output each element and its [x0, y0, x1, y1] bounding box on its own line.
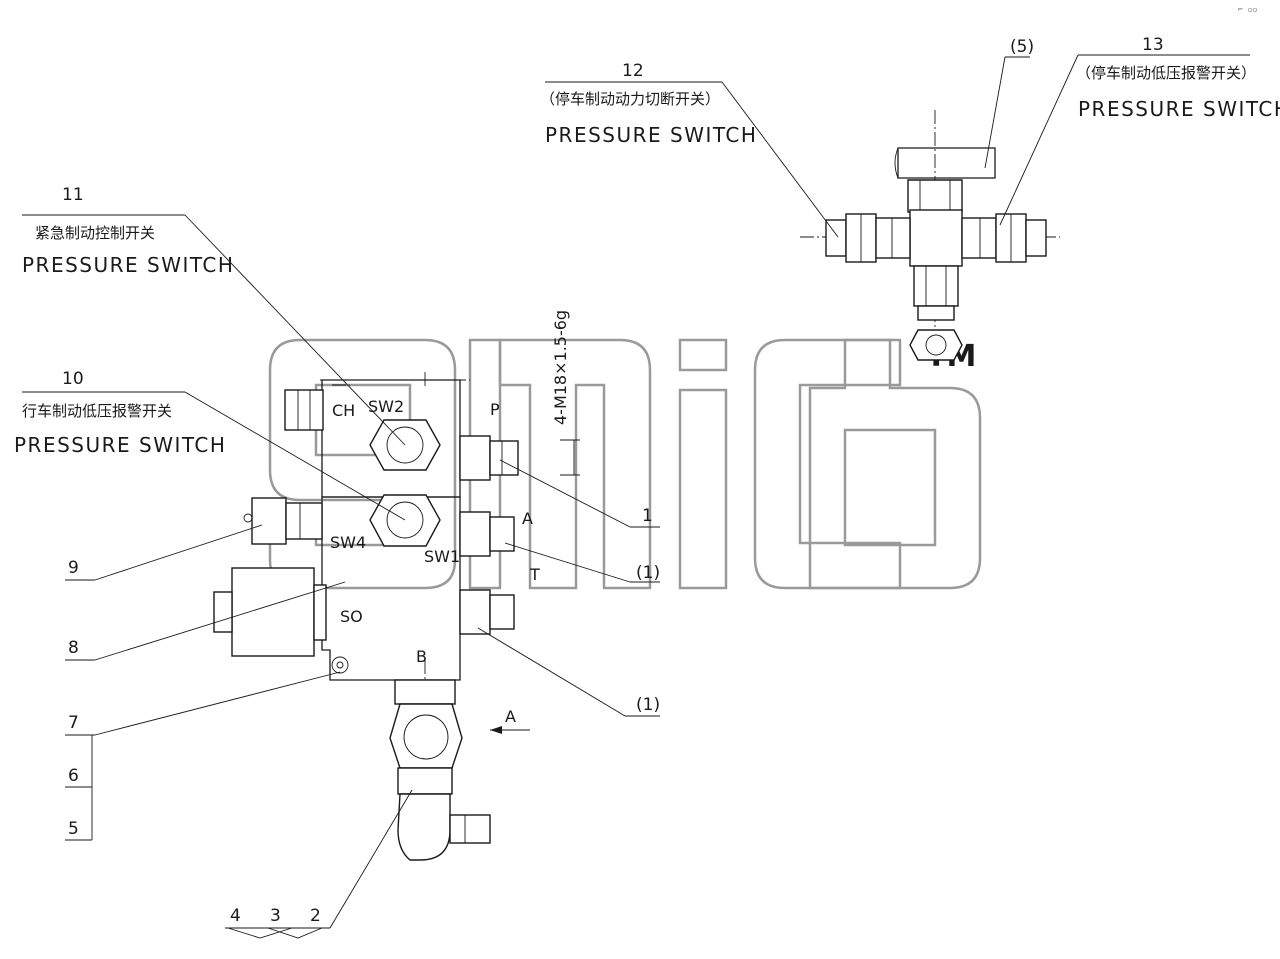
callout-11-cn: 紧急制动控制开关 — [35, 224, 155, 242]
part-4: 4 — [230, 906, 241, 926]
callout-10-cn: 行车制动低压报警开关 — [22, 402, 172, 420]
view-arrow-label: A — [505, 707, 516, 726]
part-3: 3 — [270, 906, 281, 926]
callout-12-cn: （停车制动动力切断开关） — [540, 90, 720, 108]
port-p: P — [490, 400, 500, 419]
part-2: 2 — [310, 906, 321, 926]
callout-11-number: 11 — [62, 185, 84, 205]
port-t: T — [529, 565, 540, 584]
valve-block — [213, 372, 580, 861]
tee-fitting-assembly — [800, 110, 1060, 361]
thread-spec: 4-M18×1.5-6g — [551, 310, 570, 425]
port-a: A — [522, 509, 533, 528]
callout-10-en: PRESSURE SWITCH — [14, 433, 226, 457]
port-so: SO — [340, 607, 363, 626]
callout-13: 13 （停车制动低压报警开关） PRESSURE SWITCH — [1076, 35, 1280, 121]
callout-12-number: 12 — [622, 61, 644, 81]
watermark-logo: TM — [268, 338, 982, 590]
callout-12-en: PRESSURE SWITCH — [545, 123, 757, 147]
callout-10: 10 行车制动低压报警开关 PRESSURE SWITCH — [14, 369, 226, 457]
callout-11-en: PRESSURE SWITCH — [22, 253, 234, 277]
part-1: 1 — [642, 506, 653, 526]
port-sw1: SW1 — [424, 547, 460, 566]
part-9: 9 — [68, 558, 79, 578]
port-b: B — [416, 647, 427, 666]
part-6: 6 — [68, 766, 79, 786]
part-7: 7 — [68, 713, 79, 733]
callout-10-number: 10 — [62, 369, 84, 389]
port-sw2: SW2 — [368, 397, 404, 416]
callout-13-cn: （停车制动低压报警开关） — [1076, 64, 1256, 82]
callout-13-number: 13 — [1142, 35, 1164, 55]
callout-11: 11 紧急制动控制开关 PRESSURE SWITCH — [22, 185, 234, 277]
part-5-lower: 5 — [68, 819, 79, 839]
part-1-a: (1) — [636, 563, 660, 583]
part-8: 8 — [68, 638, 79, 658]
port-sw4: SW4 — [330, 533, 366, 552]
part-5-upper: (5) — [1010, 37, 1034, 57]
callout-13-en: PRESSURE SWITCH — [1078, 97, 1280, 121]
part-1-b: (1) — [636, 695, 660, 715]
leader-lines — [22, 54, 1250, 939]
port-ch: CH — [332, 401, 355, 420]
corner-mark: ⌐ ▫▫ — [1238, 5, 1257, 14]
callout-12: 12 （停车制动动力切断开关） PRESSURE SWITCH — [540, 61, 757, 147]
